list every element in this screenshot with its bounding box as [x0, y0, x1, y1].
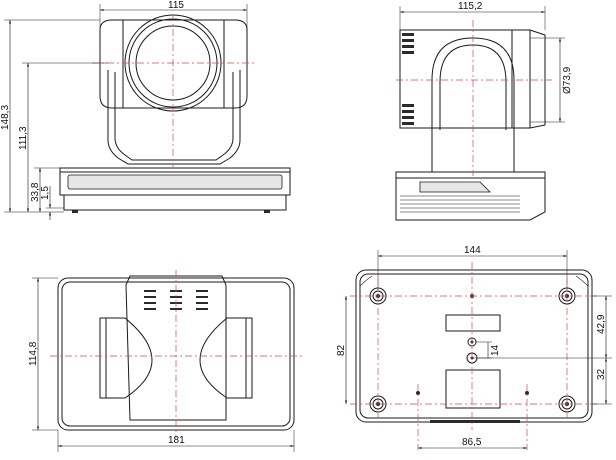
bottom-hole-spacing-y-label: 82	[336, 344, 347, 356]
top-length-label: 181	[168, 435, 185, 446]
side-vent-slots	[402, 33, 414, 125]
bottom-tripod-offset-label: 14	[490, 344, 501, 356]
front-center-height-label: 111,3	[18, 126, 29, 150]
bottom-view: 144 82	[336, 245, 612, 450]
front-view: 115 148,3 111,3 33,8	[0, 0, 291, 220]
front-width-label: 115	[168, 0, 184, 11]
top-view: 114,8 181	[28, 270, 302, 452]
bottom-hole-spacing-x-label: 144	[464, 245, 481, 256]
side-width-label: 115,2	[458, 1, 483, 12]
side-base-vents	[400, 195, 520, 213]
side-view: 115,2	[395, 1, 573, 221]
side-dome-diameter-label: Ø73,9	[562, 66, 573, 94]
bottom-offset-bottom-label: 32	[596, 368, 607, 380]
front-base-foot-label: 1,5	[40, 186, 51, 200]
front-base-height-label: 33,8	[30, 182, 41, 202]
top-width-label: 114,8	[28, 341, 39, 366]
front-height-total-label: 148,3	[0, 105, 11, 130]
bottom-feet	[369, 287, 576, 413]
bottom-pin-spacing-label: 86,5	[462, 437, 482, 448]
bottom-offset-top-label: 42,9	[596, 314, 607, 334]
